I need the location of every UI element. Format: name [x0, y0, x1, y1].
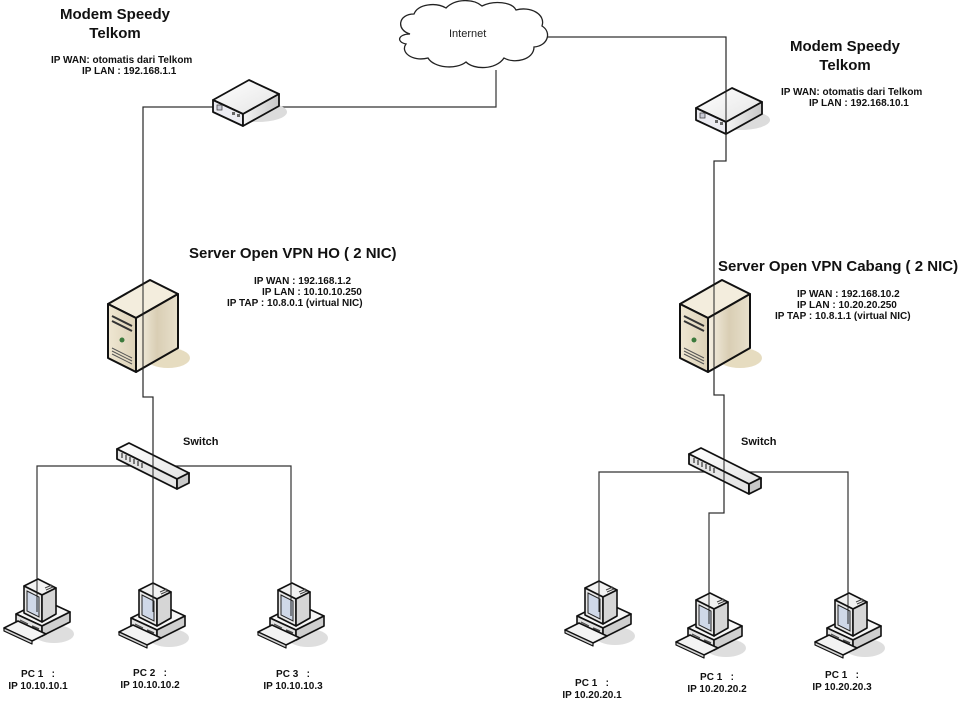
cabang-pc3-label: PC 1 : IP 10.20.20.3: [804, 670, 880, 694]
cabang-pc1-label: PC 1 : IP 10.20.20.1: [554, 678, 630, 702]
cabang-server-info: IP WAN : 192.168.10.2 IP LAN : 10.20.20.…: [775, 289, 955, 322]
ho-switch-label: Switch: [183, 436, 219, 448]
cabang-switch-label: Switch: [741, 436, 777, 448]
ho-pc3-ip: IP 10.10.10.3: [263, 681, 323, 692]
ho-pc1-label: PC 1 : IP 10.10.10.1: [0, 669, 76, 693]
cabang-server-ip-lan: IP LAN : 10.20.20.250: [797, 300, 897, 311]
internet-label: Internet: [449, 28, 487, 40]
cabang-server-ip-tap: IP TAP : 10.8.1.1 (virtual NIC): [775, 311, 911, 322]
cabang-modem-title-line1: Modem Speedy: [789, 38, 901, 55]
ho-server-ip-lan: IP LAN : 10.10.10.250: [262, 287, 362, 298]
ho-modem-ip-lan: IP LAN : 192.168.1.1: [82, 66, 177, 77]
cabang-pc1-ip: IP 10.20.20.1: [562, 690, 622, 701]
cabang-pc3-ip: IP 10.20.20.3: [812, 682, 872, 693]
ho-modem-icon: [212, 79, 288, 127]
cabang-pc2-ip: IP 10.20.20.2: [687, 684, 747, 695]
ho-pc2-icon: [118, 582, 190, 649]
ho-pc1-ip: IP 10.10.10.1: [8, 681, 68, 692]
ho-pc3-icon: [257, 582, 329, 649]
cabang-modem-ip-wan: IP WAN: otomatis dari Telkom: [781, 87, 923, 98]
ho-modem-info: IP WAN: otomatis dari Telkom IP LAN : 19…: [42, 55, 222, 77]
ho-server-ip-tap: IP TAP : 10.8.0.1 (virtual NIC): [227, 298, 363, 309]
cabang-pc2-label: PC 1 : IP 10.20.20.2: [679, 672, 755, 696]
ho-server-info: IP WAN : 192.168.1.2 IP LAN : 10.10.10.2…: [227, 276, 407, 309]
cabang-server-title: Server Open VPN Cabang ( 2 NIC): [718, 258, 959, 275]
cabang-modem-info: IP WAN: otomatis dari Telkom IP LAN : 19…: [781, 87, 961, 109]
ho-pc3-label: PC 3 : IP 10.10.10.3: [255, 669, 331, 693]
cabang-pc2-name: PC 1 :: [700, 672, 734, 683]
wire-overlays: [36, 37, 849, 624]
cabang-pc3-name: PC 1 :: [825, 670, 859, 681]
cabang-switch-icon: [688, 447, 762, 495]
ho-server-title: Server Open VPN HO ( 2 NIC): [189, 245, 397, 262]
ho-server-ip-wan: IP WAN : 192.168.1.2: [254, 276, 352, 287]
link-internet-cabang: [545, 36, 727, 455]
ho-pc1-icon: [3, 578, 75, 645]
ho-modem-title-line1: Modem Speedy: [59, 6, 171, 23]
ho-pc3-name: PC 3 :: [276, 669, 310, 680]
cabang-pc1-icon: [564, 580, 636, 647]
ho-modem-title-line2: Telkom: [89, 25, 141, 42]
cabang-server-ip-wan: IP WAN : 192.168.10.2: [797, 289, 900, 300]
ho-modem-ip-wan: IP WAN: otomatis dari Telkom: [51, 55, 193, 66]
cabang-pc1-name: PC 1 :: [575, 678, 609, 689]
cabang-modem-icon: [695, 87, 771, 135]
ho-pc2-name: PC 2 :: [133, 668, 167, 679]
internet-cloud: [399, 0, 549, 69]
link-ho-switch-pc1: [36, 465, 292, 590]
ho-modem-title: Modem Speedy Telkom: [40, 5, 190, 43]
cabang-server-icon: [679, 279, 763, 373]
ho-pc2-label: PC 2 : IP 10.10.10.2: [112, 668, 188, 692]
ho-pc1-name: PC 1 :: [21, 669, 55, 680]
ho-server-icon: [107, 279, 191, 373]
cabang-pc3-icon: [814, 592, 886, 659]
cabang-modem-title: Modem Speedy Telkom: [770, 37, 920, 75]
cabang-modem-title-line2: Telkom: [819, 57, 871, 74]
ho-pc2-ip: IP 10.10.10.2: [120, 680, 180, 691]
cabang-pc2-icon: [675, 592, 747, 659]
cabang-modem-ip-lan: IP LAN : 192.168.10.1: [809, 98, 909, 109]
